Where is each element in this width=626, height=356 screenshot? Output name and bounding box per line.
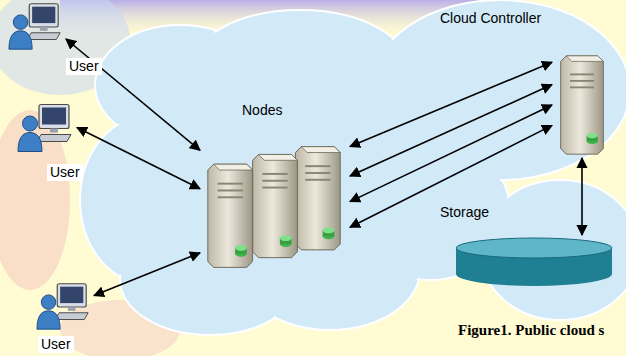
nodes-group: Nodes	[200, 100, 350, 278]
user-node: User	[30, 280, 110, 354]
user-icon	[8, 0, 64, 52]
user-node: User	[15, 98, 95, 184]
cloud-fill	[82, 2, 626, 333]
arrow-connector	[350, 105, 552, 202]
node-label: Storage	[440, 204, 489, 221]
figure-caption: Figure1. Public cloud s	[458, 322, 604, 339]
node-label: Nodes	[242, 102, 282, 119]
user-icon	[36, 280, 92, 332]
node-label: User	[47, 164, 83, 181]
node-label: User	[66, 58, 102, 75]
cloud-shape	[80, 0, 626, 335]
storage-node: Storage	[436, 198, 620, 292]
storage-cylinder	[454, 236, 614, 288]
arrow-connector	[581, 158, 583, 235]
arrow-connector	[350, 125, 552, 227]
user-node: User	[8, 0, 108, 82]
controller-node: Cloud Controller	[436, 6, 620, 156]
arrow-connector	[350, 62, 552, 146]
arrow-connector	[77, 128, 200, 189]
arrow-connector	[350, 85, 552, 176]
user-icon	[17, 100, 75, 155]
arrow-connector	[66, 39, 200, 150]
server-icon	[554, 54, 610, 156]
arrow-connector	[94, 253, 200, 296]
node-label: User	[38, 336, 74, 353]
node-label: Cloud Controller	[440, 10, 541, 27]
server-group	[202, 144, 348, 272]
